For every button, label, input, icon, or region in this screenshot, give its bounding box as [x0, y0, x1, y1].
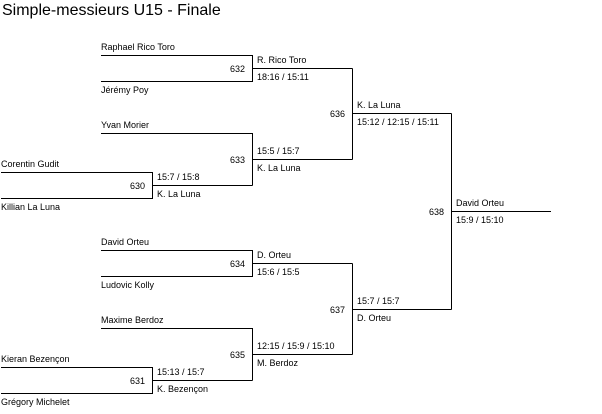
- match-winner: K. La Luna: [157, 189, 201, 199]
- match-number: 637: [330, 305, 346, 315]
- match-number: 638: [429, 207, 445, 217]
- bracket-line-637: [352, 263, 452, 355]
- match-winner: K. La Luna: [257, 163, 301, 173]
- bracket-line-630: [1, 172, 253, 199]
- player-name: Raphael Rico Toro: [101, 42, 175, 52]
- tournament-winner: David Orteu: [456, 198, 505, 208]
- player-name: David Orteu: [101, 237, 150, 247]
- match-score: 15:12 / 12:15 / 15:11: [357, 117, 439, 127]
- player-name: Maxime Berdoz: [101, 315, 164, 325]
- page-title: Simple-messieurs U15 - Finale: [2, 2, 221, 19]
- match-score: 15:13 / 15:7: [157, 367, 205, 377]
- match-score: 15:9 / 15:10: [456, 215, 504, 225]
- match-score: 15:7 / 15:8: [157, 172, 200, 182]
- match-winner: K. La Luna: [357, 100, 401, 110]
- player-name: Killian La Luna: [1, 202, 61, 212]
- bracket-line-632: [101, 55, 353, 82]
- match-score: 15:6 / 15:5: [257, 267, 300, 277]
- bracket-line-636: [352, 68, 452, 160]
- bracket-line-635: [101, 328, 353, 381]
- bracket-line-633: [101, 133, 353, 186]
- match-winner: M. Berdoz: [257, 358, 299, 368]
- player-name: Corentin Gudit: [1, 159, 60, 169]
- match-number: 632: [230, 64, 246, 74]
- match-score: 15:5 / 15:7: [257, 146, 300, 156]
- bracket-line-634: [101, 250, 353, 277]
- match-score: 15:7 / 15:7: [357, 296, 400, 306]
- match-number: 633: [230, 155, 246, 165]
- match-number: 630: [130, 181, 146, 191]
- match-number: 634: [230, 259, 246, 269]
- player-name: Jérémy Poy: [101, 85, 149, 95]
- match-number: 631: [130, 376, 146, 386]
- match-number: 636: [330, 109, 346, 119]
- match-winner: D. Orteu: [257, 250, 292, 260]
- player-name: Grégory Michelet: [1, 397, 70, 407]
- match-winner: D. Orteu: [357, 313, 392, 323]
- match-score: 12:15 / 15:9 / 15:10: [257, 341, 335, 351]
- match-score: 18:16 / 15:11: [257, 72, 309, 82]
- player-name: Ludovic Kolly: [101, 280, 155, 290]
- bracket-line-631: [1, 367, 253, 394]
- bracket-line-638: [451, 113, 551, 310]
- player-name: Yvan Morier: [101, 120, 150, 130]
- match-number: 635: [230, 350, 246, 360]
- player-name: Kieran Bezençon: [1, 354, 70, 364]
- match-winner: R. Rico Toro: [257, 55, 307, 65]
- match-winner: K. Bezençon: [157, 384, 209, 394]
